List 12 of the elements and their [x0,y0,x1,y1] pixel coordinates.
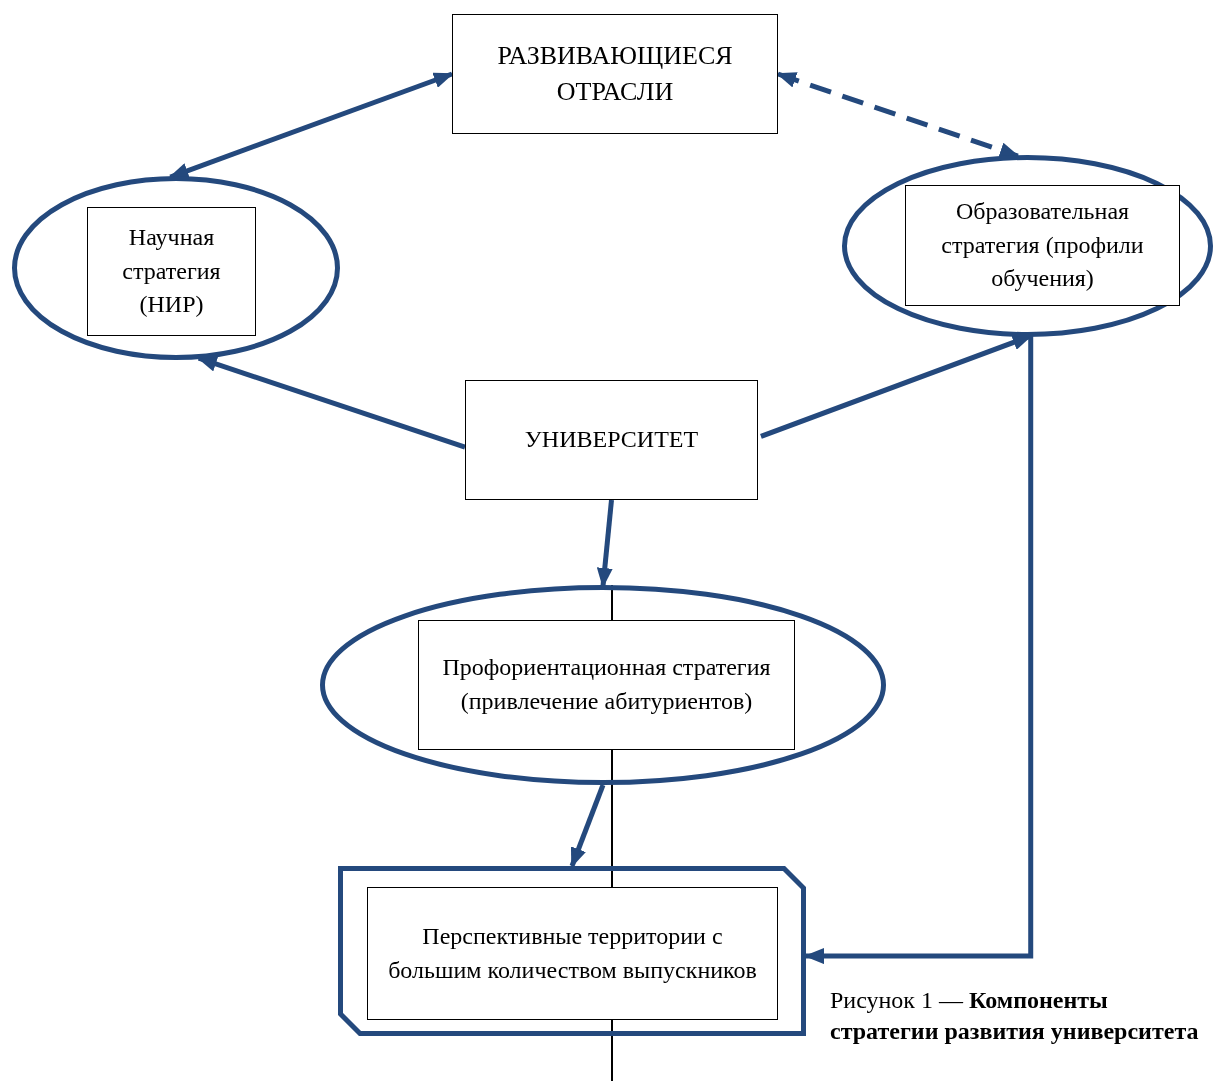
arrow [196,355,466,450]
text-box: Перспективные территории с большим количеством выпускников [367,887,778,1020]
text-box: Научная стратегия (НИР) [87,207,256,336]
arrow [596,499,614,588]
arrow [569,784,606,868]
dashed-arrow [776,71,1020,159]
arrow [804,336,1034,965]
text-box: УНИВЕРСИТЕТ [465,380,758,500]
text-box: Образовательная стратегия (профили обучения) [905,185,1180,306]
figure-caption: Рисунок 1 — Компоненты стратегии развития университета [830,986,1200,1047]
text-box: Профориентационная стратегия (привлечение абитуриентов) [418,620,795,750]
text-box: РАЗВИВАЮЩИЕСЯ ОТРАСЛИ [452,14,778,134]
